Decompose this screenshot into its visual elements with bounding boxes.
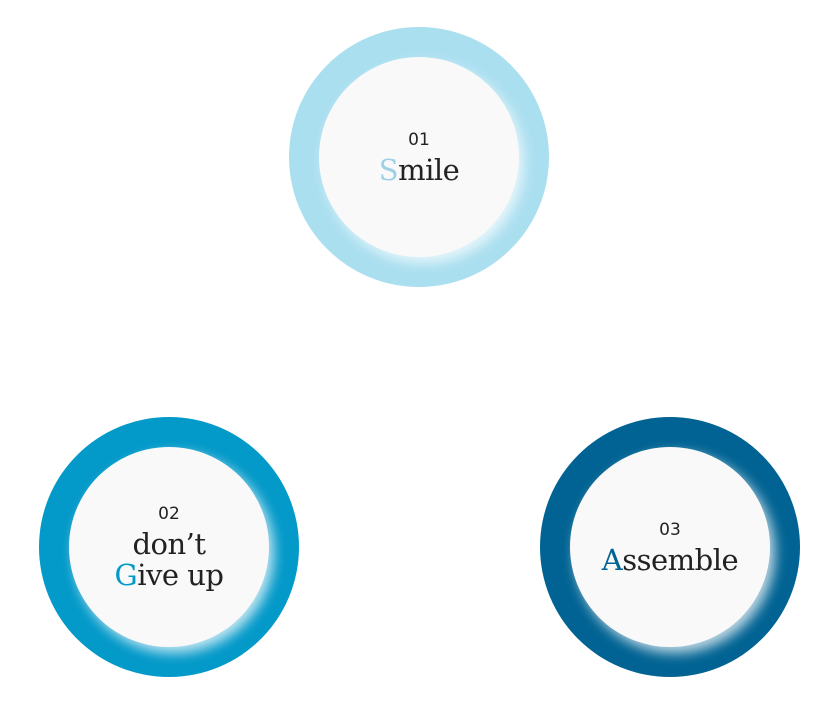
step-number: 03 [659, 519, 681, 540]
step-circle-1: 01 Smile [289, 27, 549, 287]
step-title: Smile [378, 152, 460, 187]
step-circle-3: 03 Assemble [540, 417, 800, 677]
step-circle-inner: 01 Smile [319, 57, 519, 257]
step-title-rest: ive up [137, 558, 224, 592]
step-title: Assemble [601, 542, 739, 577]
step-number: 01 [408, 129, 430, 150]
step-title-initial: G [114, 558, 138, 592]
step-title-initial: A [601, 542, 623, 577]
step-title-initial: S [378, 152, 399, 187]
step-number: 02 [158, 504, 180, 524]
step-title-rest: ssemble [622, 542, 739, 577]
step-title-line1: don’t [132, 527, 206, 561]
step-title-rest: mile [398, 152, 460, 187]
step-circle-inner: 03 Assemble [570, 447, 770, 647]
